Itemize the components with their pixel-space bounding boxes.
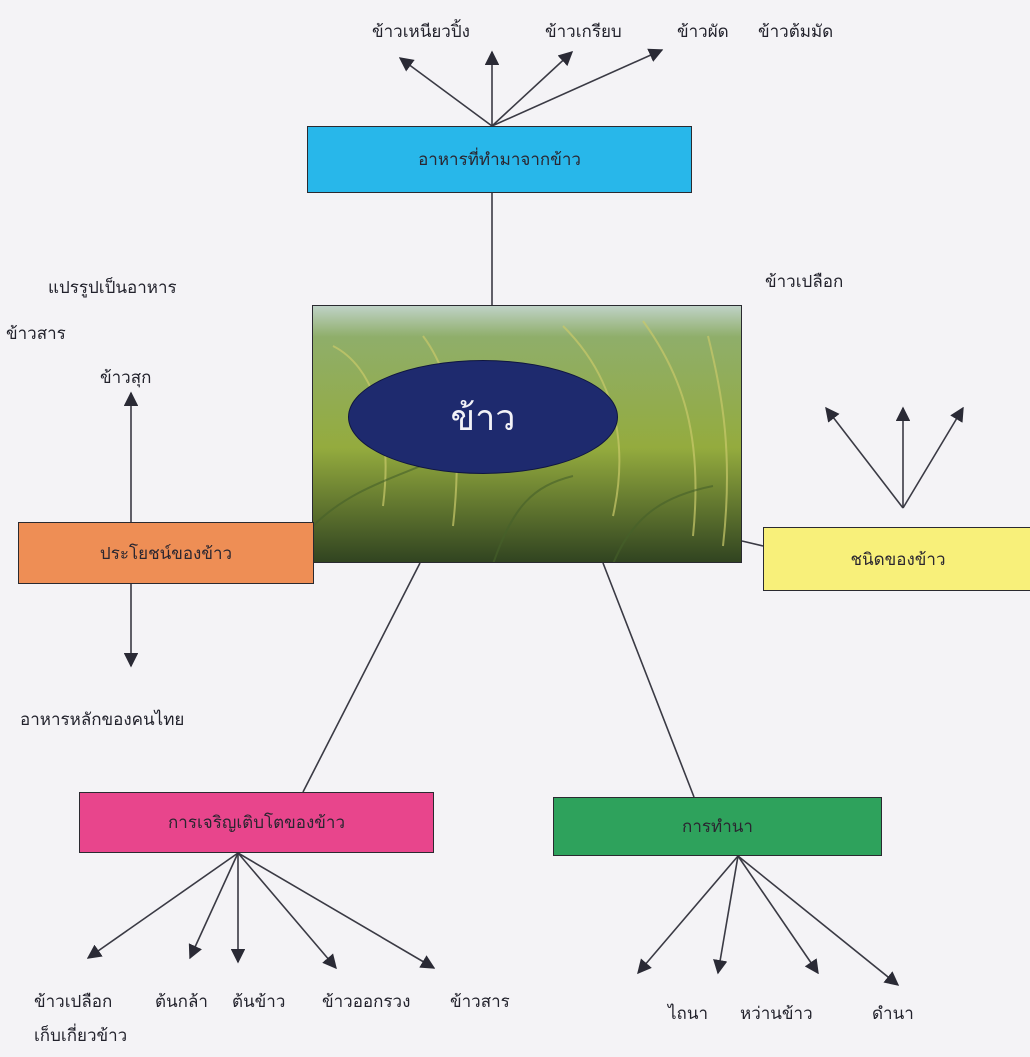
arrow-growth-5 — [237, 852, 436, 969]
growth-box: การเจริญเติบโตของข้าว — [79, 792, 434, 853]
link-farming-center — [602, 562, 695, 798]
arrow-food-4 — [491, 48, 664, 127]
benefit-box: ประโยชน์ของข้าว — [18, 522, 314, 584]
benefit-staple-label: อาหารหลักของคนไทย — [20, 710, 185, 730]
center-label: ข้าว — [450, 397, 516, 439]
types-box: ชนิดของข้าว — [763, 527, 1030, 591]
farming-item-label: หว่านข้าว — [740, 1004, 813, 1024]
food-box-label: อาหารที่ทำมาจากข้าว — [418, 150, 581, 170]
benefit-milled-label: ข้าวสาร — [6, 324, 66, 344]
farming-item-label: ดำนา — [872, 1004, 914, 1024]
arrow-farming-4 — [737, 855, 900, 986]
growth-item-label: ต้นกล้า — [155, 992, 208, 1012]
arrow-farming-1 — [637, 855, 739, 975]
link-types-center — [741, 540, 764, 547]
arrow-types-3 — [902, 406, 964, 509]
arrow-types-1 — [825, 406, 904, 509]
arrow-growth-2 — [188, 852, 239, 960]
food-box: อาหารที่ทำมาจากข้าว — [307, 126, 692, 193]
arrow-growth-1 — [86, 852, 239, 959]
link-growth-center — [302, 562, 421, 793]
farming-box: การทำนา — [553, 797, 882, 856]
food-item-label: ข้าวเกรียบ — [545, 22, 622, 42]
growth-item-label: เก็บเกี่ยวข้าว — [34, 1026, 128, 1046]
arrow-food-3 — [491, 51, 574, 127]
benefit-processed-label: แปรรูปเป็นอาหาร — [48, 278, 177, 298]
growth-item-label: ข้าวออกรวง — [322, 992, 411, 1012]
benefit-cooked-label: ข้าวสุก — [100, 368, 152, 388]
food-item-label: ข้าวเหนียวปิ้ง — [372, 22, 470, 42]
arrow-growth-4 — [237, 852, 337, 970]
farming-box-label: การทำนา — [682, 817, 753, 837]
growth-box-label: การเจริญเติบโตของข้าว — [167, 813, 345, 833]
benefit-box-label: ประโยชน์ของข้าว — [99, 543, 233, 564]
center-node: ข้าว — [348, 360, 618, 474]
farming-item-label: ไถนา — [668, 1004, 709, 1024]
arrow-farming-3 — [737, 855, 819, 975]
types-box-label: ชนิดของข้าว — [850, 549, 946, 570]
growth-item-label: ข้าวสาร — [450, 992, 510, 1012]
food-item-label: ข้าวต้มมัด — [758, 22, 834, 42]
food-item-label: ข้าวผัด — [677, 22, 729, 42]
types-item-label: ข้าวเปลือก — [765, 272, 844, 292]
growth-item-label: ข้าวเปลือก — [34, 992, 113, 1012]
arrow-food-1 — [398, 57, 493, 127]
arrow-farming-2 — [713, 855, 739, 975]
growth-item-label: ต้นข้าว — [232, 992, 286, 1012]
